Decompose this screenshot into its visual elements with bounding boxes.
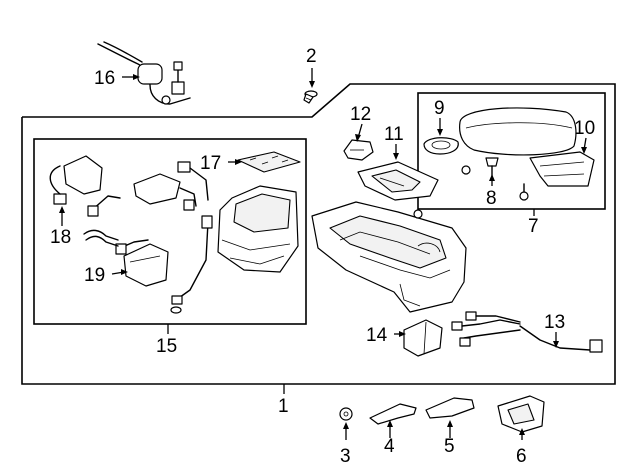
screw-2 (303, 90, 318, 104)
bracket-6 (497, 395, 545, 433)
screw-small-a (461, 165, 529, 201)
cup-holder-9 (423, 137, 459, 155)
console-box-15 (217, 185, 299, 273)
callout-13: 13 (544, 312, 565, 333)
callout-12: 12 (350, 104, 371, 125)
callout-10: 10 (574, 118, 595, 139)
mat-17 (237, 151, 301, 173)
hinge-10 (529, 151, 595, 187)
callout-1: 1 (278, 396, 289, 417)
callout-5: 5 (444, 436, 455, 457)
console-box-frame (33, 138, 307, 325)
wire-harness-16 (97, 41, 191, 105)
callout-2: 2 (306, 46, 317, 67)
callout-9: 9 (434, 98, 445, 119)
callout-8: 8 (486, 188, 497, 209)
armrest-frame (417, 92, 606, 210)
callout-15: 15 (156, 336, 177, 357)
upper-panel-11 (357, 161, 439, 201)
callout-17: 17 (200, 153, 221, 174)
module-14 (403, 319, 443, 357)
bracket-4 (369, 403, 417, 425)
screw-8 (485, 157, 499, 177)
center-harness (133, 161, 213, 314)
wire-harness-13 (451, 311, 603, 353)
leader-lines (59, 68, 587, 440)
socket-18 (49, 155, 121, 217)
cup-holder-12 (343, 139, 374, 161)
bracket-5 (425, 397, 475, 419)
callout-14: 14 (366, 325, 388, 346)
callout-7: 7 (528, 216, 539, 237)
callout-6: 6 (516, 446, 527, 467)
callout-16: 16 (94, 68, 115, 89)
console-assembly-frame (21, 83, 616, 385)
callout-19: 19 (84, 265, 105, 286)
callout-11: 11 (384, 124, 404, 145)
screw-3 (339, 407, 353, 421)
duct (83, 229, 119, 247)
console-body (311, 201, 467, 313)
callout-4: 4 (384, 436, 395, 457)
callout-18: 18 (50, 227, 71, 248)
socket-19 (115, 239, 169, 287)
armrest-lid (459, 107, 577, 156)
callout-3: 3 (340, 446, 351, 467)
